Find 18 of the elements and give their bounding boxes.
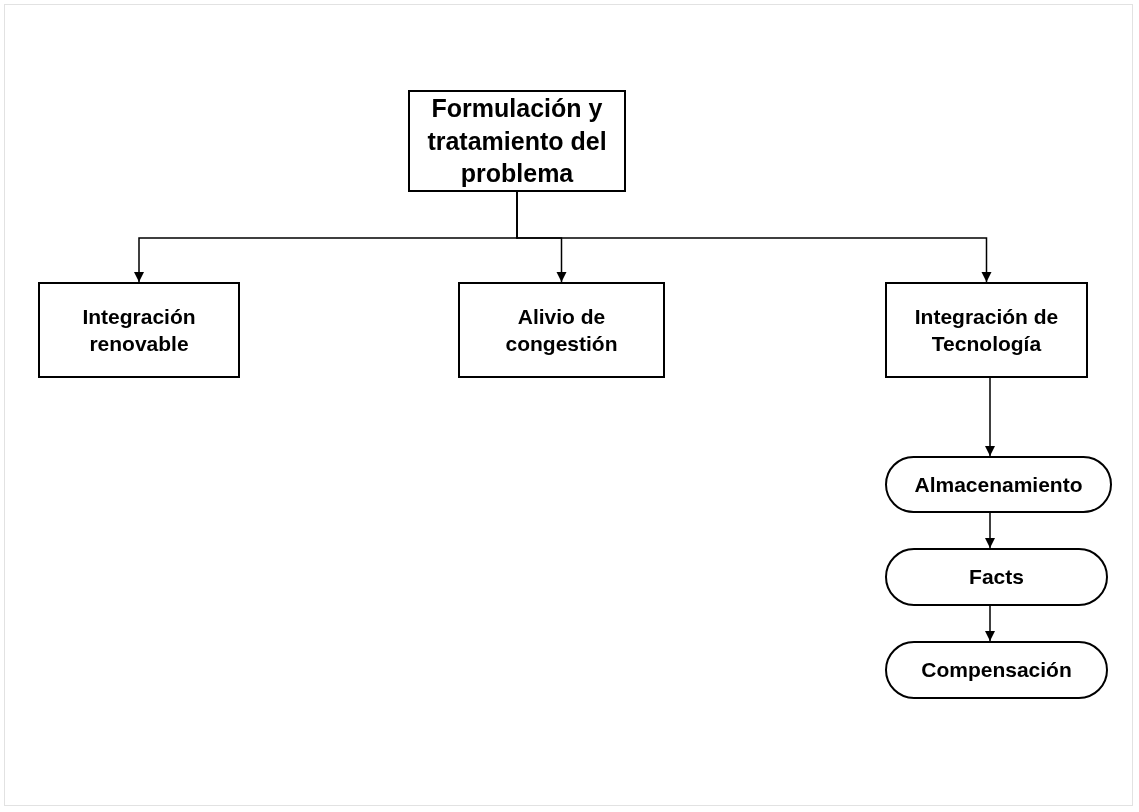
arrow [984,377,996,457]
process-box [408,90,626,192]
process-box [38,282,240,378]
process-box [885,282,1088,378]
rounded-box [885,456,1112,513]
node-label: Formulación y tratamiento del problema [426,93,608,190]
rounded-box [885,548,1108,606]
node-label: Almacenamiento [914,471,1083,498]
arrow [984,605,996,642]
arrow [516,191,992,283]
node-label: Facts [969,564,1024,591]
node-label: Integración renovable [81,303,197,357]
rounded-box [885,641,1108,699]
node-label: Integración de Tecnología [913,303,1060,357]
arrow [984,512,996,549]
node-label: Alivio de congestión [504,303,619,357]
node-label: Compensación [921,657,1072,684]
process-box [458,282,665,378]
